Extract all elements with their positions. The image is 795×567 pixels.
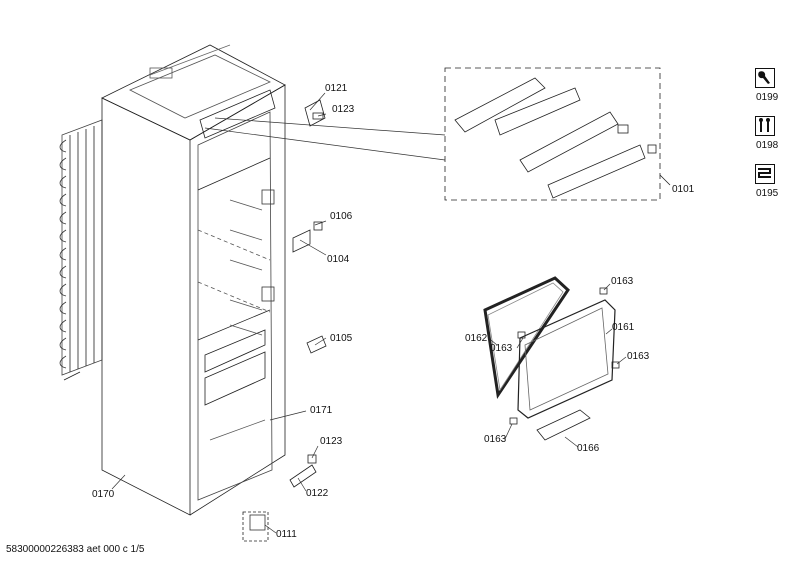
- icon-label-0195: 0195: [756, 188, 779, 199]
- label-0123-top: 0123: [332, 104, 355, 115]
- label-0105: 0105: [330, 333, 353, 344]
- label-0163-bottom: 0163: [484, 434, 507, 445]
- cabinet-body: [101, 44, 286, 516]
- condenser-coil: [59, 119, 103, 381]
- label-0101: 0101: [672, 184, 695, 195]
- panel-0104: [292, 229, 311, 253]
- leader-lines: [111, 92, 446, 534]
- label-0170: 0170: [92, 489, 115, 500]
- label-0161: 0161: [612, 322, 635, 333]
- label-0123-bottom: 0123: [320, 436, 343, 447]
- door-panel: [517, 299, 616, 419]
- door-gasket: [483, 276, 570, 400]
- icon-label-0199: 0199: [756, 92, 779, 103]
- tools-icon: [755, 116, 775, 136]
- clip-0106: [313, 221, 323, 231]
- label-0163-top: 0163: [611, 276, 634, 287]
- label-0121: 0121: [325, 83, 348, 94]
- part-0105: [306, 335, 327, 354]
- label-0163-left: 0163: [490, 343, 513, 354]
- control-housing: [454, 77, 546, 133]
- clip-0123-top: [312, 112, 324, 120]
- label-0106: 0106: [330, 211, 353, 222]
- bracket-0121: [304, 99, 326, 127]
- label-0171: 0171: [310, 405, 333, 416]
- control-module: [519, 111, 619, 173]
- control-cover: [547, 144, 646, 199]
- icon-label-0198: 0198: [756, 140, 779, 151]
- clip-0123-bottom: [307, 454, 317, 464]
- detail-box-0101: [444, 67, 661, 201]
- label-0122: 0122: [306, 488, 329, 499]
- door-handle: [536, 409, 591, 441]
- drawing-number: 58300000226383 aet 000 c 1/5: [6, 544, 145, 555]
- part-0111: [249, 514, 266, 531]
- coil-icon: [755, 164, 775, 184]
- wrench-icon: [755, 68, 775, 88]
- label-0166: 0166: [577, 443, 600, 454]
- label-0162: 0162: [465, 333, 488, 344]
- label-0104: 0104: [327, 254, 350, 265]
- bracket-0122: [289, 464, 317, 488]
- label-0111: 0111: [276, 529, 297, 540]
- label-0163-right: 0163: [627, 351, 650, 362]
